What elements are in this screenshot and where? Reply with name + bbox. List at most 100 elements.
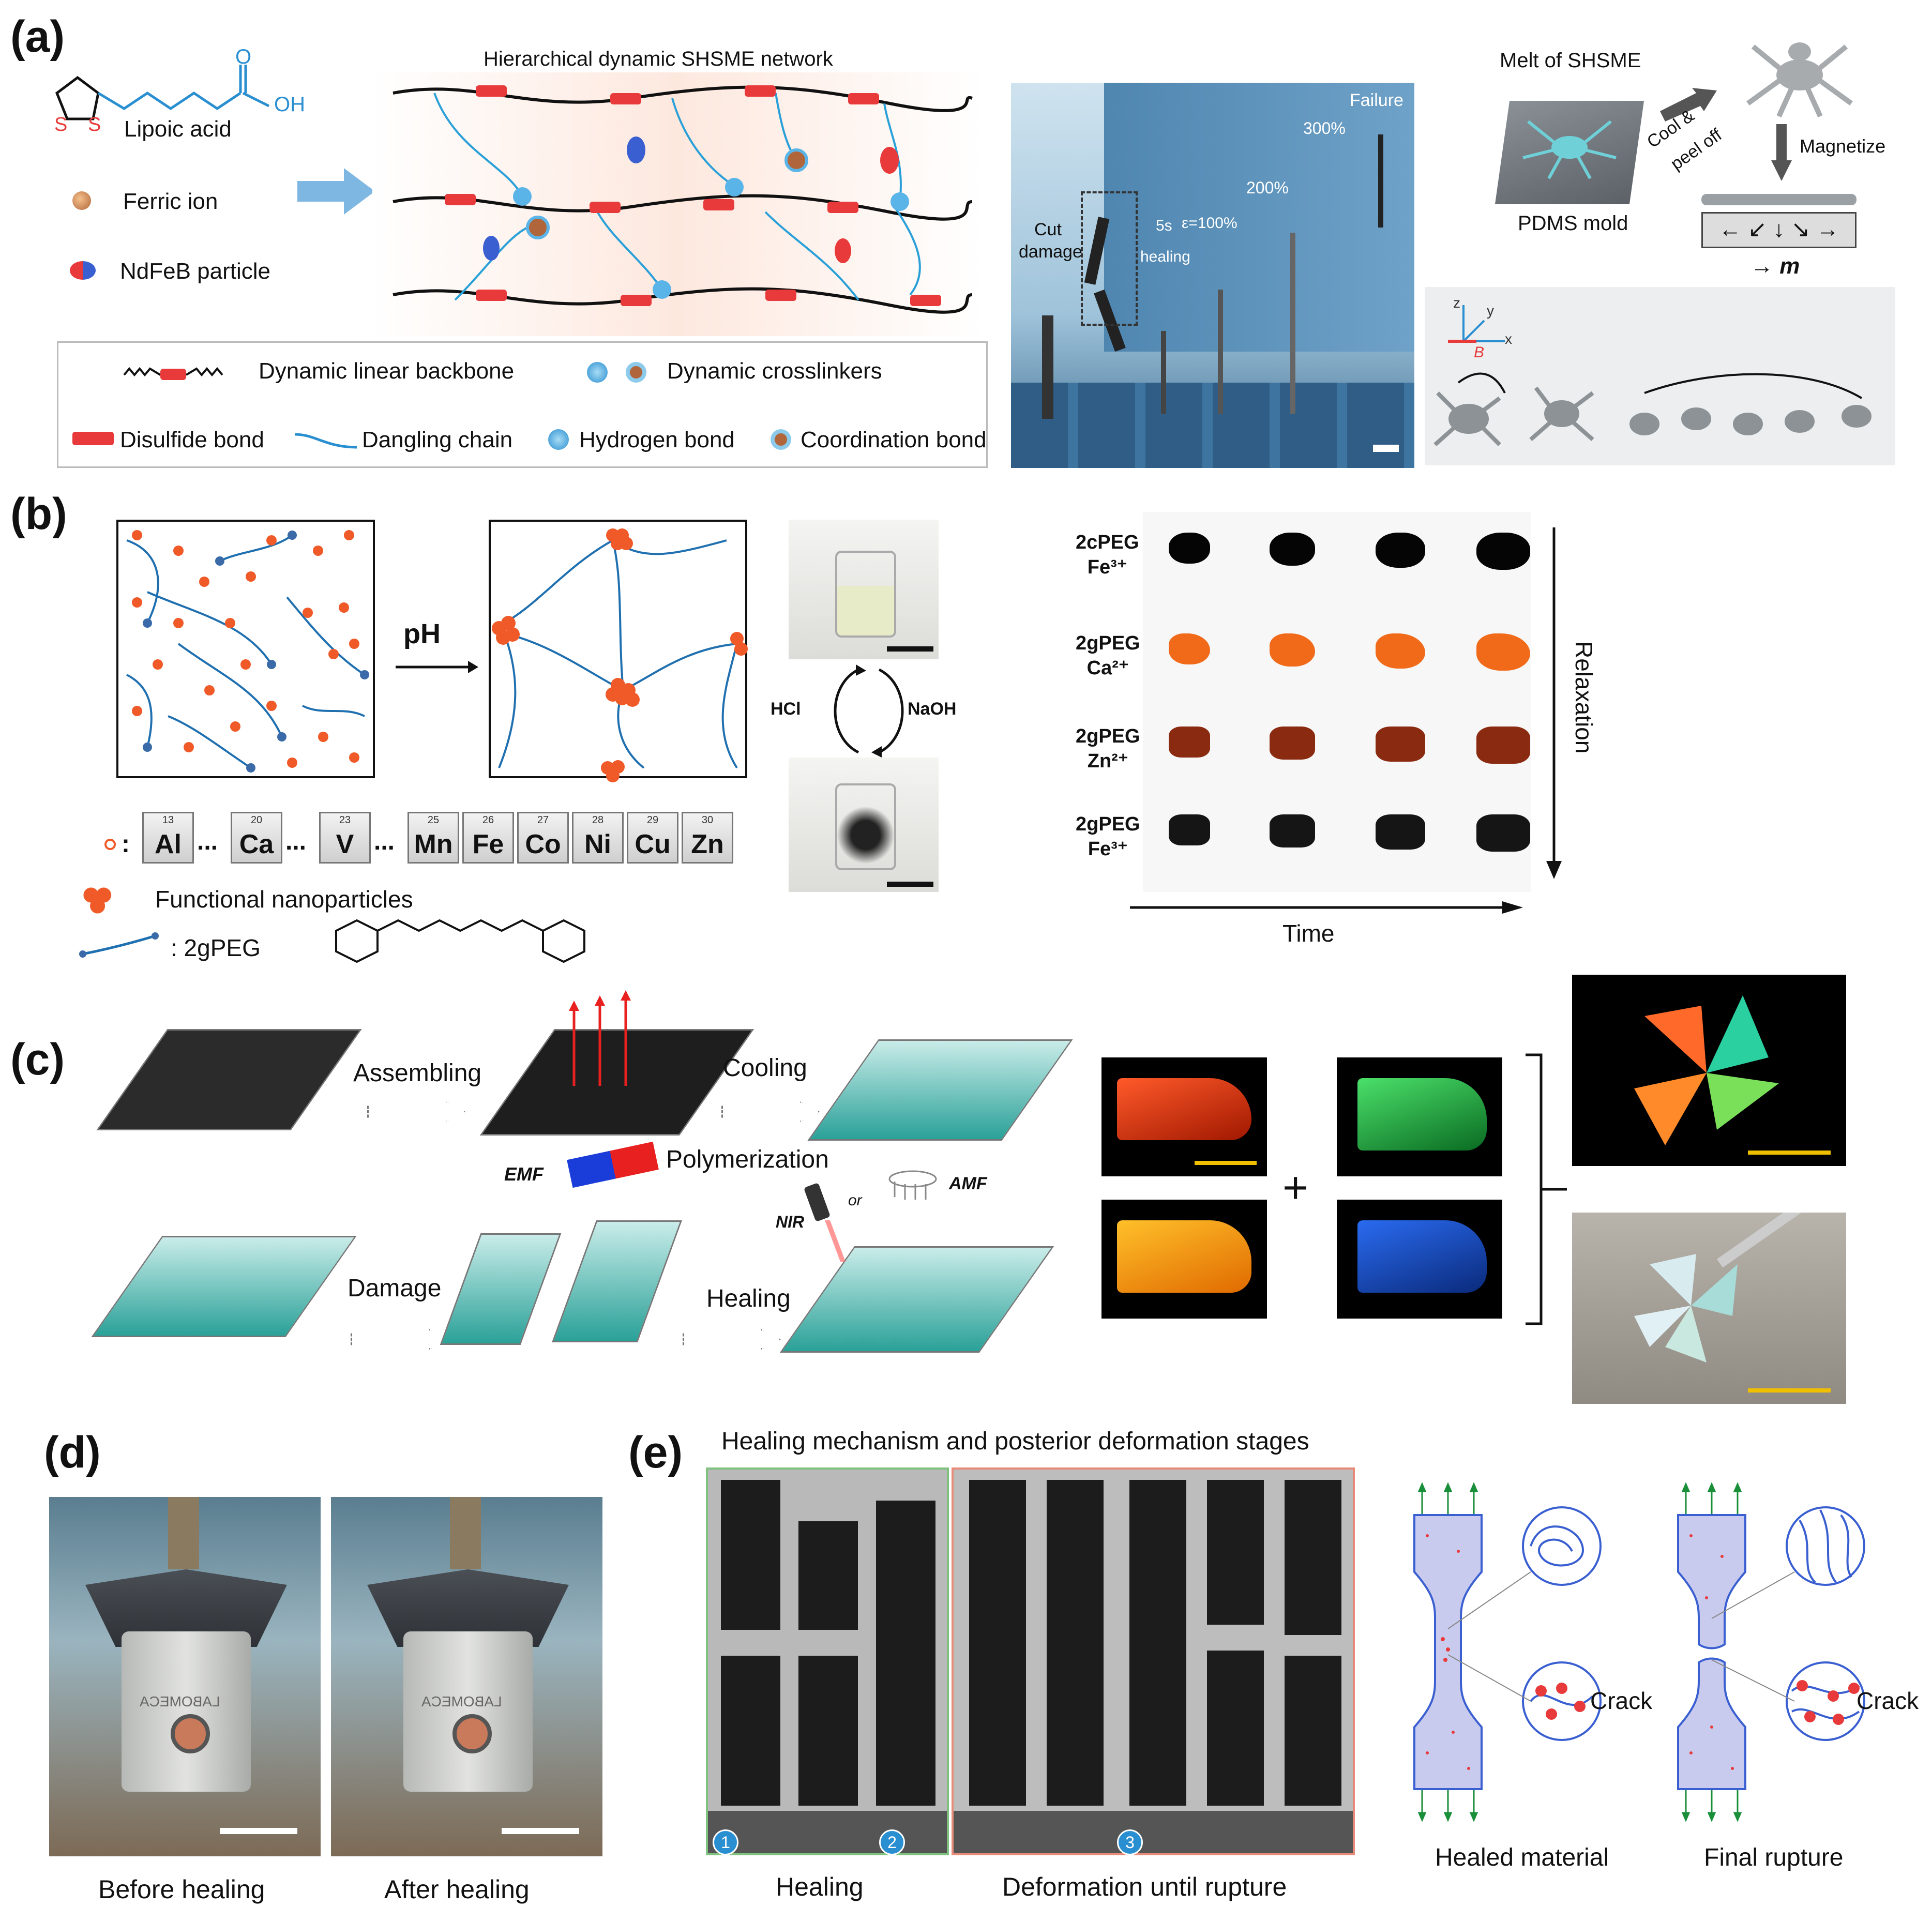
dashed-arrow-4 [683, 1329, 781, 1350]
peg-structure [335, 919, 585, 963]
magnet-icon [567, 1141, 659, 1188]
step-3-badge: 3 [1117, 1829, 1143, 1855]
spider-motion-icons [1433, 372, 1871, 446]
film-green-photo [1337, 1057, 1502, 1176]
network-chains [393, 85, 973, 314]
element-number: 20 [250, 814, 263, 826]
emf-label: EMF [504, 1163, 544, 1185]
dark-slab-1 [96, 1029, 362, 1130]
element-symbol: Mn [414, 829, 453, 859]
relaxation-sample [1169, 727, 1210, 758]
relaxation-arrow [1546, 527, 1562, 879]
relaxation-sample [1270, 533, 1315, 566]
sulfur-label-1: S [54, 114, 68, 135]
coordination-bond-icon [771, 429, 791, 450]
element-ellipsis: ... [197, 828, 218, 855]
key-disulfide: Disulfide bond [120, 427, 264, 452]
arrow-right-icon [297, 168, 375, 215]
vial-gel-photo [789, 758, 939, 892]
element-symbol: Co [525, 829, 561, 859]
axis-z-label: z [1453, 295, 1460, 311]
cool-arrow-icon [1660, 88, 1717, 122]
film-orange-photo [1101, 1200, 1267, 1319]
magnetize-arrow-icon [1771, 124, 1792, 181]
clamp-text-after: LABOMECA [421, 1693, 502, 1709]
pinwheel-dark-photo [1572, 975, 1846, 1166]
ndfeb-particle-label: NdFeB particle [120, 259, 271, 284]
teal-slab-split-left [440, 1233, 562, 1345]
naoh-label: NaOH [908, 699, 957, 719]
element-number: 30 [701, 814, 714, 826]
network-title: Hierarchical dynamic SHSME network [484, 48, 833, 70]
before-healing-label: Before healing [98, 1875, 265, 1904]
clamp-before-photo [49, 1497, 321, 1856]
element-symbol: Zn [691, 829, 724, 859]
rupture-dogbone-diagram [1677, 1482, 1865, 1822]
nanoparticles-label: Functional nanoparticles [155, 886, 413, 913]
healed-dogbone-diagram [1413, 1482, 1602, 1822]
strain-100-label: ε=100% [1182, 215, 1237, 232]
relaxation-sample [1270, 727, 1315, 760]
element-ellipsis: ... [374, 828, 395, 855]
time-arrow [1130, 901, 1523, 914]
assembling-label: Assembling [353, 1060, 482, 1087]
relaxation-sample [1476, 727, 1530, 764]
key-crosslinkers: Dynamic crosslinkers [667, 358, 882, 384]
relaxation-sample [1476, 633, 1530, 671]
element-symbol: Al [155, 829, 182, 859]
melt-label: Melt of SHSME [1500, 49, 1641, 72]
magnetize-label: Magnetize [1800, 135, 1886, 157]
pinwheel-daylight-photo [1572, 1213, 1846, 1404]
peg-chain-icon [79, 932, 159, 958]
ferric-ion-icon [72, 191, 91, 210]
reversible-cycle-arrows [834, 664, 904, 758]
magnetized-spider [1701, 194, 1856, 205]
spider-3d-icon [1746, 42, 1853, 118]
hcl-label: HCl [771, 699, 801, 719]
failure-label: Failure [1350, 90, 1403, 110]
vial-solution-photo [789, 520, 939, 659]
relaxation-sample [1270, 633, 1315, 667]
relaxation-sample [1376, 633, 1425, 669]
legend-key-box [57, 341, 988, 468]
bracket-icon [1526, 1053, 1567, 1325]
strain-300-label: 300% [1303, 119, 1346, 138]
panel-b-label: (b) [10, 489, 67, 539]
element-symbol: Ca [239, 829, 274, 859]
film-blue-photo [1337, 1200, 1502, 1319]
deformation-stage-label: Deformation until rupture [1002, 1872, 1287, 1901]
oxygen-label: O [235, 46, 252, 68]
dangling-chain-icon [294, 433, 357, 449]
relaxation-sample [1169, 533, 1210, 564]
dashed-arrow-1 [367, 1101, 465, 1122]
element-colon: : [122, 830, 130, 858]
element-number: 26 [482, 814, 494, 826]
network-after-diagram [492, 528, 748, 782]
nir-label: NIR [776, 1213, 805, 1231]
teal-slab-1 [807, 1039, 1073, 1141]
spider-in-mold-icon [1522, 120, 1617, 179]
spider-motion-panel [1425, 287, 1895, 465]
amf-coil-icon [888, 1170, 937, 1200]
ph-label: pH [403, 618, 441, 649]
magnetization-label: → m [1750, 253, 1800, 279]
element-symbol: Cu [635, 829, 671, 859]
ph-arrow-icon [396, 661, 478, 673]
relaxation-sample [1376, 814, 1425, 850]
panel-e-label: (e) [628, 1428, 683, 1477]
element-number: 28 [592, 814, 604, 826]
element-ellipsis: ... [285, 828, 307, 855]
relaxation-sample [1169, 814, 1210, 845]
dashed-arrow-2 [721, 1101, 820, 1122]
cut-label: Cut [1034, 220, 1062, 239]
panel-e-title: Healing mechanism and posterior deformat… [721, 1428, 1309, 1455]
element-number: 25 [427, 814, 440, 826]
field-arrows-icon [569, 990, 631, 1086]
